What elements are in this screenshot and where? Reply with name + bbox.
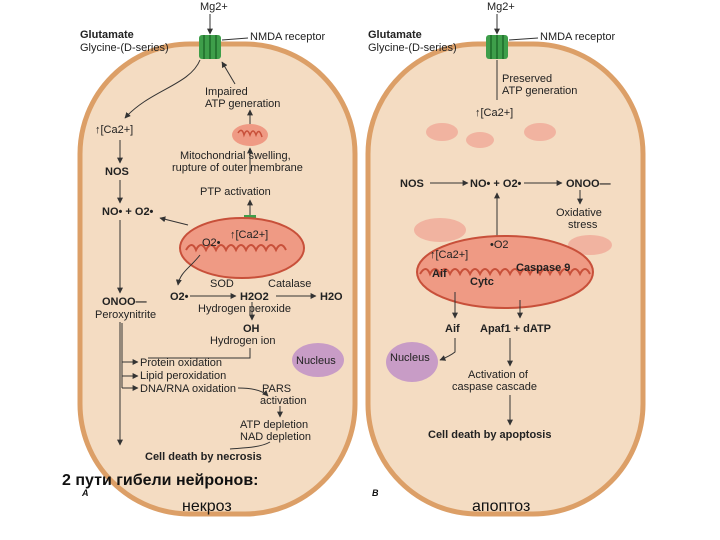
right-caspase9-label: Caspase 9: [516, 262, 570, 274]
mitochondrion-icon-left: [179, 215, 305, 279]
panel-a-label: A: [82, 488, 89, 498]
left-h2o2-label: H2O2: [240, 291, 269, 303]
nucleus-right-icon: [386, 342, 438, 382]
right-preserved-label: Preserved: [502, 73, 552, 85]
left-death-label: Cell death by necrosis: [145, 451, 262, 463]
left-o2-label: O2•: [170, 291, 189, 303]
left-mito-o2-label: O2•: [202, 237, 221, 249]
right-cytc-label: Cytc: [470, 276, 494, 288]
panel-b-label: B: [372, 488, 379, 498]
right-aif-label: Aif: [445, 323, 460, 335]
mitochondrion-icon-right: [416, 235, 594, 309]
left-pars-label: PARS: [262, 383, 291, 395]
right-oxstress-stress-label: stress: [568, 219, 598, 231]
left-hydrogen-peroxide-label: Hydrogen peroxide: [198, 303, 291, 315]
right-nucleus-label: Nucleus: [390, 352, 430, 364]
right-mito-o2-label: •O2: [490, 239, 509, 251]
left-h2o-label: H2O: [320, 291, 343, 303]
right-mg-label: Mg2+: [487, 1, 515, 13]
left-glutamate-label: Glutamate: [80, 29, 134, 41]
right-nos-label: NOS: [400, 178, 424, 190]
left-oh-label: OH: [243, 323, 260, 335]
left-mito-ca-label: ↑[Ca2+]: [230, 229, 268, 241]
left-dna-ox-label: DNA/RNA oxidation: [140, 383, 236, 395]
left-nos-label: NOS: [105, 166, 129, 178]
left-hydrogen-ion-label: Hydrogen ion: [210, 335, 275, 347]
caption-apoptosis: апоптоз: [472, 498, 531, 515]
left-nucleus-label: Nucleus: [296, 355, 336, 367]
left-no-o2-label: NO• + O2•: [102, 206, 154, 218]
right-oxstress-label: Oxidative: [556, 207, 602, 219]
nucleus-left-icon: [292, 343, 344, 377]
swollen-mitochondrion-icon: [232, 124, 268, 146]
left-nad-depletion-label: NAD depletion: [240, 431, 311, 443]
right-glycine-label: Glycine-(D-series): [368, 42, 457, 54]
right-ca-label: ↑[Ca2+]: [475, 107, 513, 119]
left-sod-label: SOD: [210, 278, 234, 290]
right-no-o2-label: NO• + O2•: [470, 178, 522, 190]
right-onoo-label: ONOO—: [566, 178, 611, 190]
left-impaired-label: Impaired: [205, 86, 248, 98]
right-preserved-atp-label: ATP generation: [502, 85, 577, 97]
left-lipid-perox-label: Lipid peroxidation: [140, 370, 226, 382]
left-ca-label: ↑[Ca2+]: [95, 124, 133, 136]
right-mito-aif-label: Aif: [432, 268, 447, 280]
right-nmda-label: NMDA receptor: [540, 31, 616, 43]
right-activation-label: Activation of: [468, 369, 529, 381]
left-onoo-label: ONOO—: [102, 296, 147, 308]
nmda-receptor-icon-left: [199, 35, 221, 59]
right-death-label: Cell death by apoptosis: [428, 429, 551, 441]
nmda-receptor-icon-right: [486, 35, 508, 59]
left-mito-swelling-label: Mitochondrial swelling,: [180, 150, 291, 162]
mitochondria-group-icon: [414, 123, 612, 255]
left-catalase-label: Catalase: [268, 278, 311, 290]
left-glycine-label: Glycine-(D-series): [80, 42, 169, 54]
left-nmda-label: NMDA receptor: [250, 31, 326, 43]
right-apaf-label: Apaf1 + dATP: [480, 323, 551, 335]
left-impaired-atp-label: ATP generation: [205, 98, 280, 110]
left-ptp-label: PTP activation: [200, 186, 271, 198]
caption-title: 2 пути гибели нейронов:: [62, 472, 259, 489]
left-protein-ox-label: Protein oxidation: [140, 357, 222, 369]
right-cascade-label: caspase cascade: [452, 381, 537, 393]
right-glutamate-label: Glutamate: [368, 29, 422, 41]
caption-necrosis: некроз: [182, 498, 232, 515]
left-peroxynitrite-label: Peroxynitrite: [95, 309, 156, 321]
left-mg-label: Mg2+: [200, 1, 228, 13]
left-pars-activation-label: activation: [260, 395, 306, 407]
left-atp-depletion-label: ATP depletion: [240, 419, 308, 431]
right-mito-ca-label: ↑[Ca2+]: [430, 249, 468, 261]
left-mito-rupture-label: rupture of outer membrane: [172, 162, 303, 174]
